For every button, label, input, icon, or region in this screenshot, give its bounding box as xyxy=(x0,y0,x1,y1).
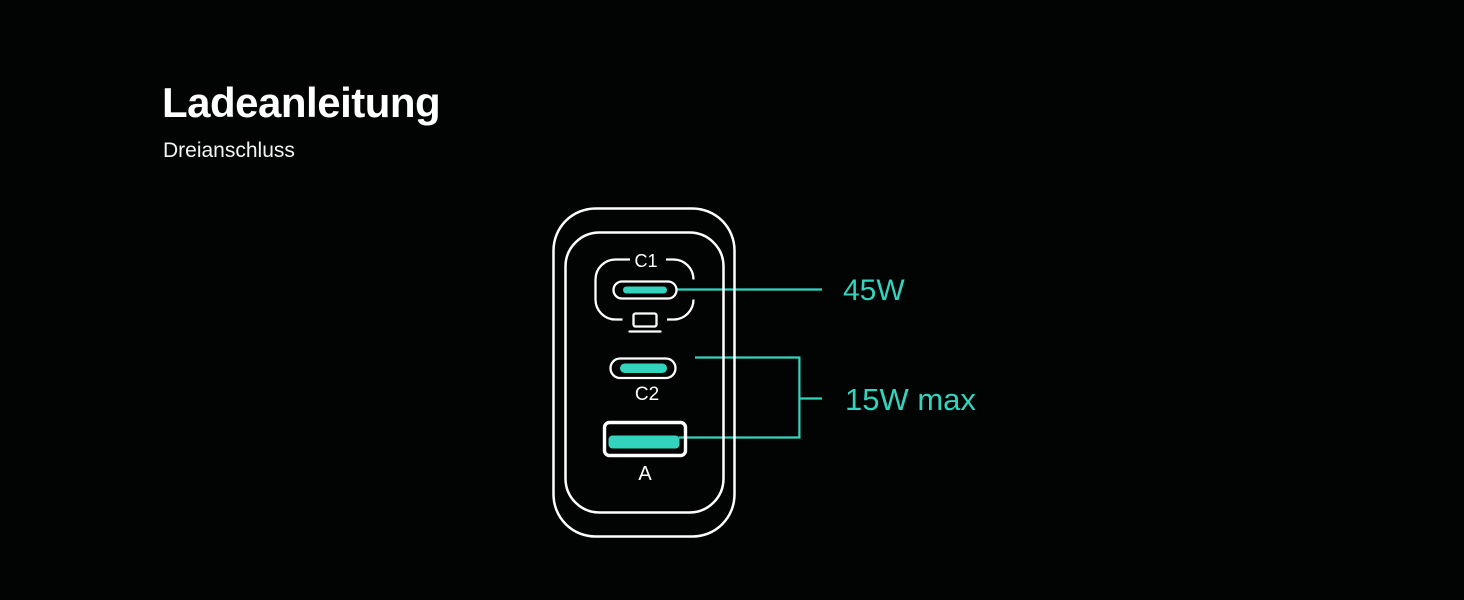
port-label-c2: C2 xyxy=(634,384,660,405)
usb-c-pin-c1 xyxy=(623,286,667,294)
c1-port-enclosure xyxy=(594,258,695,321)
port-label-c1: C1 xyxy=(634,251,658,271)
power-label-45w: 45W xyxy=(843,274,905,307)
charger-outer-shell xyxy=(552,207,736,538)
callout-bracket-15w xyxy=(679,356,822,439)
port-label-a: A xyxy=(638,463,652,485)
page-title: Ladeanleitung xyxy=(162,79,441,126)
power-label-15w-max: 15W max xyxy=(845,382,976,417)
page-subtitle: Dreianschluss xyxy=(163,139,295,162)
usb-a-pin xyxy=(608,435,680,449)
usb-c-port-c1 xyxy=(612,280,678,300)
usb-c-pin-c2 xyxy=(620,363,667,373)
charger-inner-face xyxy=(564,231,725,514)
usb-a-port xyxy=(602,420,688,458)
laptop-icon xyxy=(632,312,658,328)
usb-c-port-c2 xyxy=(609,357,677,380)
